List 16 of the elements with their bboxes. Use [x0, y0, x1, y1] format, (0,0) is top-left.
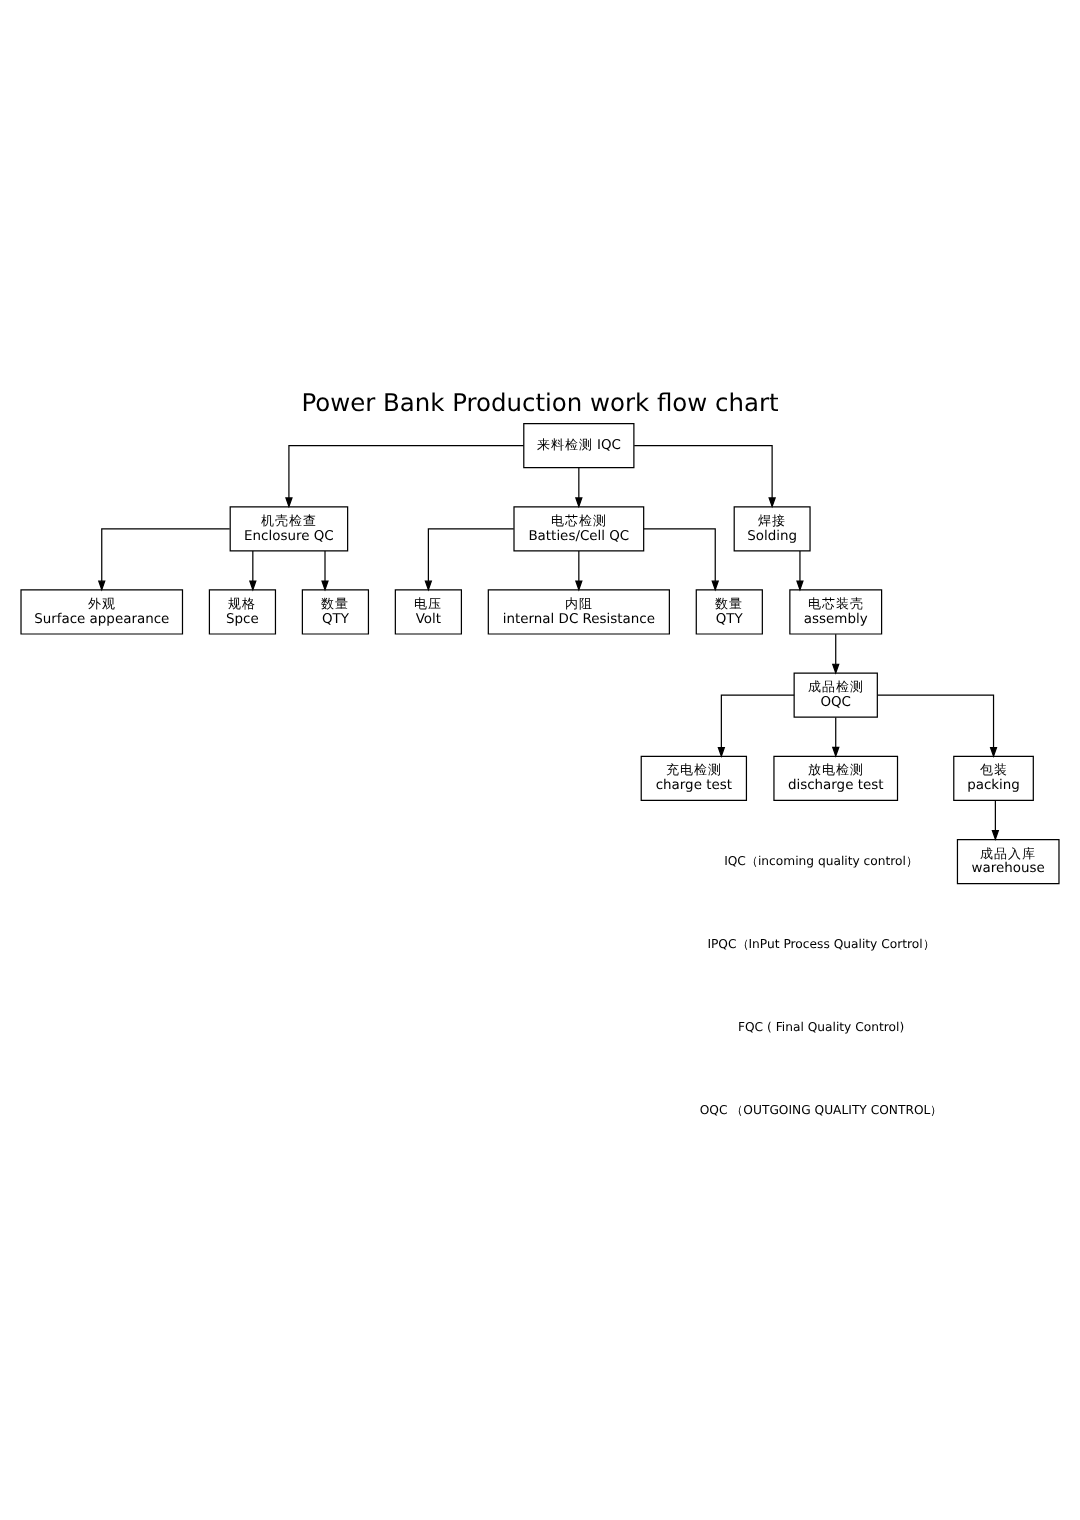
- arrow: [796, 550, 804, 592]
- arrow: [831, 633, 840, 675]
- arrow: [248, 550, 257, 592]
- diagram-title: Power Bank Production work flow chart: [301, 389, 779, 418]
- arrow: [321, 550, 329, 592]
- arrow: [633, 445, 776, 509]
- arrow: [574, 550, 583, 592]
- arrow: [285, 445, 525, 509]
- arrow: [643, 528, 720, 592]
- arrow: [831, 716, 840, 758]
- arrow: [97, 528, 231, 592]
- arrow: [877, 694, 998, 758]
- arrow: [991, 800, 1000, 842]
- arrow: [424, 528, 515, 592]
- arrow: [717, 694, 795, 758]
- arrow: [575, 467, 583, 509]
